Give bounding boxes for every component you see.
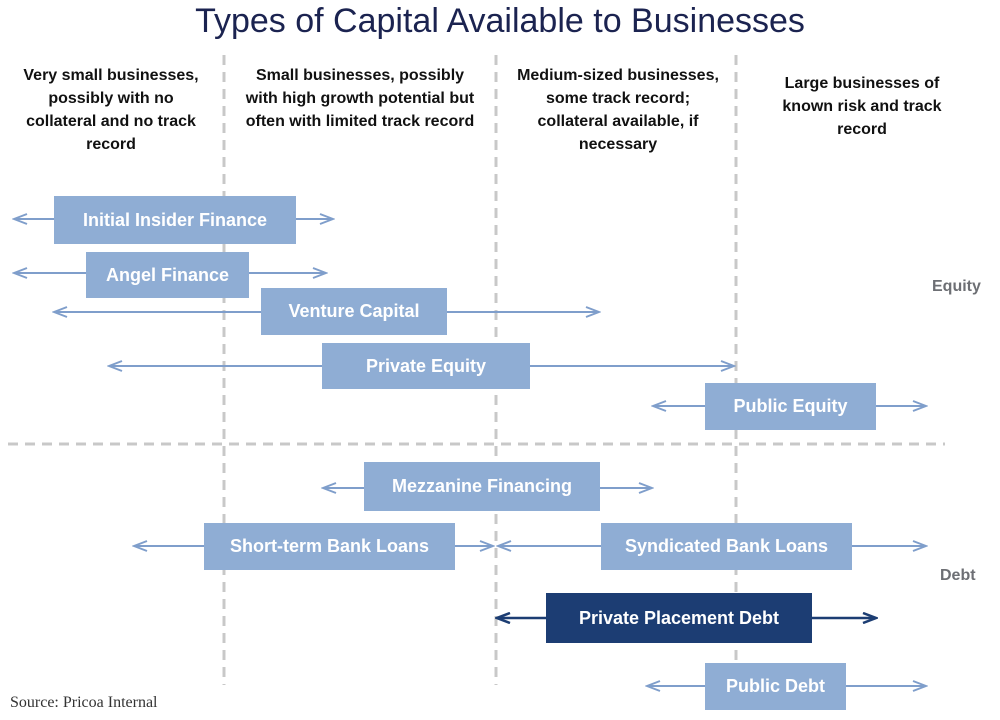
section-label-equity: Equity: [932, 278, 981, 295]
bar-private-equity: Private Equity: [322, 343, 530, 389]
section-label-debt: Debt: [940, 567, 976, 584]
bar-venture-capital: Venture Capital: [261, 288, 447, 335]
bar-mezzanine-financing: Mezzanine Financing: [364, 462, 600, 511]
source-note: Source: Pricoa Internal: [10, 694, 158, 711]
column-header-small: Small businesses, possibly with high gro…: [245, 67, 475, 130]
bar-private-placement-debt: Private Placement Debt: [546, 593, 812, 643]
bar-short-term-bank-loans: Short-term Bank Loans: [204, 523, 455, 570]
bar-public-equity: Public Equity: [705, 383, 876, 430]
bar-angel-finance: Angel Finance: [86, 252, 249, 298]
diagram-title: Types of Capital Available to Businesses: [195, 2, 805, 40]
bar-initial-insider-finance: Initial Insider Finance: [54, 196, 296, 244]
column-header-very-small: Very small businesses, possibly with no …: [23, 67, 199, 153]
column-header-large: Large businesses of known risk and track…: [782, 75, 942, 138]
bar-syndicated-bank-loans: Syndicated Bank Loans: [601, 523, 852, 570]
bar-public-debt: Public Debt: [705, 663, 846, 710]
column-header-medium: Medium-sized businesses, some track reco…: [517, 67, 719, 153]
